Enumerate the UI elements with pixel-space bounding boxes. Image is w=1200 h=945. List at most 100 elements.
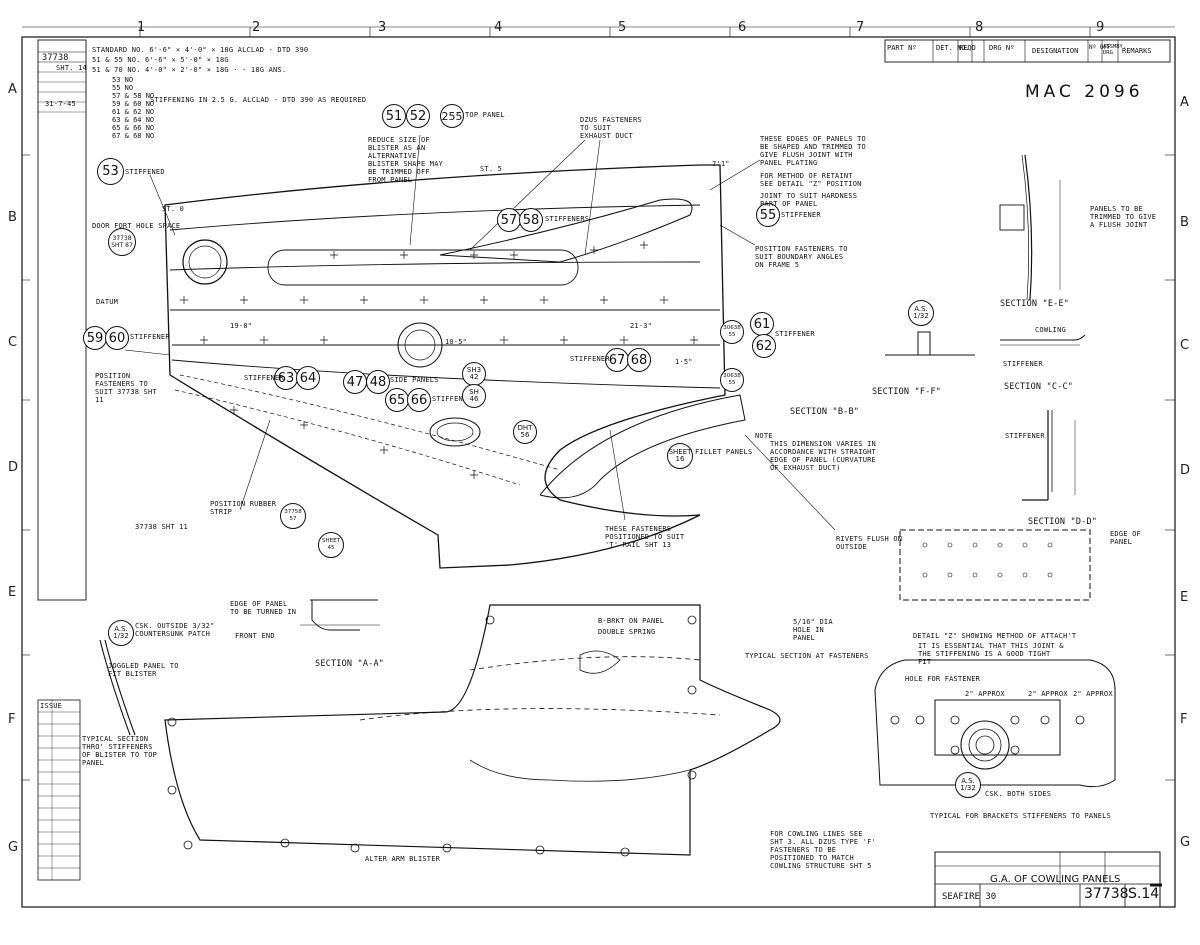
dim-19-8: 19·8" (230, 322, 253, 330)
panel-255: 255 (440, 104, 464, 128)
zone-row-a-right: A (1180, 95, 1189, 110)
zone-row-f-right: F (1180, 712, 1188, 727)
zone-row-d-right: D (1180, 463, 1191, 478)
stiffening-note: STIFFENING IN 2.5 G. ALCLAD - DTD 390 AS… (150, 96, 367, 104)
label-stiffener-67: STIFFENER (570, 355, 610, 363)
label-approx-2: 2" APPROX (1028, 690, 1068, 698)
col-drg-no: DRG Nº (989, 44, 1015, 52)
label-hole-for-fastener: HOLE FOR FASTENER (905, 675, 981, 683)
note-detail-z: DETAIL "Z" SHOWING METHOD OF ATTACH'T (913, 632, 1077, 640)
label-cowling: COWLING (1035, 326, 1066, 334)
label-top-panel: TOP PANEL (465, 111, 505, 119)
note-reduce-blister: REDUCE SIZE OF BLISTER AS AN ALTERNATIVE… (368, 136, 444, 184)
title-block (934, 851, 1161, 908)
label-section-bb: SECTION "B-B" (790, 407, 860, 417)
zone-row-c-right: C (1180, 338, 1190, 353)
ref-circle-as-left: A.S.1/32 (108, 620, 134, 646)
zone-col-8: 8 (975, 20, 984, 35)
col-designation: DESIGNATION (1032, 47, 1079, 55)
outer-frame (21, 36, 1176, 908)
strip-date: 31-7-45 (45, 100, 76, 108)
note-typical-brackets: TYPICAL FOR BRACKETS STIFFENERS TO PANEL… (930, 812, 1111, 820)
label-stiffener-61: STIFFENER (775, 330, 815, 338)
panel-59: 59 (83, 326, 107, 350)
panel-64: 64 (296, 366, 320, 390)
label-fillet-panels: FILLET PANELS (695, 448, 753, 456)
label-csk-both: CSK. BOTH SIDES (985, 790, 1052, 798)
note-position-fasteners: POSITION FASTENERS TO SUIT BOUNDARY ANGL… (755, 245, 848, 269)
label-st5: ST. 5 (480, 165, 503, 173)
label-stiffeners-57: STIFFENERS (545, 215, 590, 223)
col-remarks: REMARKS (1122, 47, 1152, 55)
stiffened-list: 53 NO 55 NO 57 & 58 NO 59 & 60 NO 61 & 6… (112, 76, 155, 140)
zone-row-b: B (8, 210, 17, 225)
note-cowling-lines: FOR COWLING LINES SEE SHT 3. ALL DZUS TY… (770, 830, 876, 870)
zone-col-4: 4 (494, 20, 503, 35)
note-joint: JOINT TO SUIT HARDNESS PART OF PANEL (760, 192, 858, 208)
drawing-title: G.A. OF COWLING PANELS (990, 874, 1121, 885)
label-stiffener-dd: STIFFENER (1005, 432, 1045, 440)
label-stiffener-65: STIFFENER (432, 395, 472, 403)
zone-row-g: G (8, 840, 19, 855)
label-section-cc: SECTION "C-C" (1004, 382, 1074, 392)
note-csk-outside: CSK. OUTSIDE 3/32" COUNTERSUNK PATCH (135, 622, 215, 638)
note-position-rubber: POSITION RUBBER STRIP (210, 500, 277, 516)
label-alter-arm-blister: ALTER ARM BLISTER (365, 855, 441, 863)
dim-7-1: 7'1" (712, 160, 730, 168)
label-stiffener-63: STIFFENER (244, 374, 284, 382)
material-line-2: 51 & 55 NO. 6'-6" × 5'-0" × 18G (92, 56, 229, 64)
zone-row-e: E (8, 585, 17, 600)
zone-col-2: 2 (252, 20, 261, 35)
ref-circle-as-z: A.S.1/32 (955, 772, 981, 798)
note-door-fort-hole: DOOR FORT HOLE SPACE (92, 222, 181, 230)
panel-65: 65 (385, 388, 409, 412)
note-these-fasteners: THESE FASTENERS POSITIONED TO SUIT 'T' R… (605, 525, 685, 549)
panel-52: 52 (406, 104, 430, 128)
col-det-no: DET. NO. (936, 44, 970, 52)
label-typical-section-fasteners: TYPICAL SECTION AT FASTENERS (745, 652, 869, 660)
label-stiffener-cc: STIFFENER (1003, 360, 1043, 368)
material-line-1: STANDARD NO. 6'-6" × 4'-0" × 18G ALCLAD … (92, 46, 309, 54)
label-53-stiffened: STIFFENED (125, 168, 165, 176)
aircraft-stamp: SEAFIRE 30 (942, 892, 997, 902)
note-panels-trimmed: PANELS TO BE TRIMMED TO GIVE A FLUSH JOI… (1090, 205, 1157, 229)
panel-60: 60 (105, 326, 129, 350)
note-rivets-flush: RIVETS FLUSH ON OUTSIDE (836, 535, 903, 551)
ref-circle-sheet45: SHEET 45 (318, 532, 344, 558)
note-method-retaint: FOR METHOD OF RETAINT SEE DETAIL "Z" POS… (760, 172, 862, 188)
label-approx-3: 2" APPROX (1073, 690, 1113, 698)
note-joggle-panel: JOGGLED PANEL TO FIT BLISTER (108, 662, 179, 678)
drawing-number: 37738 (1084, 886, 1129, 902)
note-position-fasteners-2: POSITION FASTENERS TO SUIT 37738 SHT 11 (95, 372, 157, 404)
label-37738-sht11: 37738 SHT 11 (135, 523, 188, 531)
panel-57: 57 (497, 208, 521, 232)
zone-row-d: D (8, 460, 19, 475)
label-approx-1: 2" APPROX (965, 690, 1005, 698)
col-reqd: REQD (959, 44, 976, 52)
panel-53: 53 (97, 158, 124, 185)
label-double-spring: DOUBLE SPRING (598, 628, 656, 636)
panel-51: 51 (382, 104, 406, 128)
panel-58: 58 (519, 208, 543, 232)
label-section-aa: SECTION "A-A" (315, 659, 385, 669)
main-cowling-outline (164, 164, 726, 569)
zone-row-e-right: E (1180, 590, 1189, 605)
zone-col-5: 5 (618, 20, 627, 35)
panel-62: 62 (752, 334, 776, 358)
col-no-off: Nº OFF (1089, 44, 1111, 51)
lower-blister-panel (164, 604, 781, 856)
note-dimension: THIS DIMENSION VARIES IN ACCORDANCE WITH… (770, 440, 876, 472)
zone-row-c: C (8, 335, 18, 350)
panel-55: 55 (756, 203, 780, 227)
label-section-dd: SECTION "D-D" (1028, 517, 1098, 527)
zone-col-3: 3 (378, 20, 387, 35)
note-typical-section-thro: TYPICAL SECTION THRO' STIFFENERS OF BLIS… (82, 735, 158, 767)
dim-1-5: 1·5" (675, 358, 693, 366)
